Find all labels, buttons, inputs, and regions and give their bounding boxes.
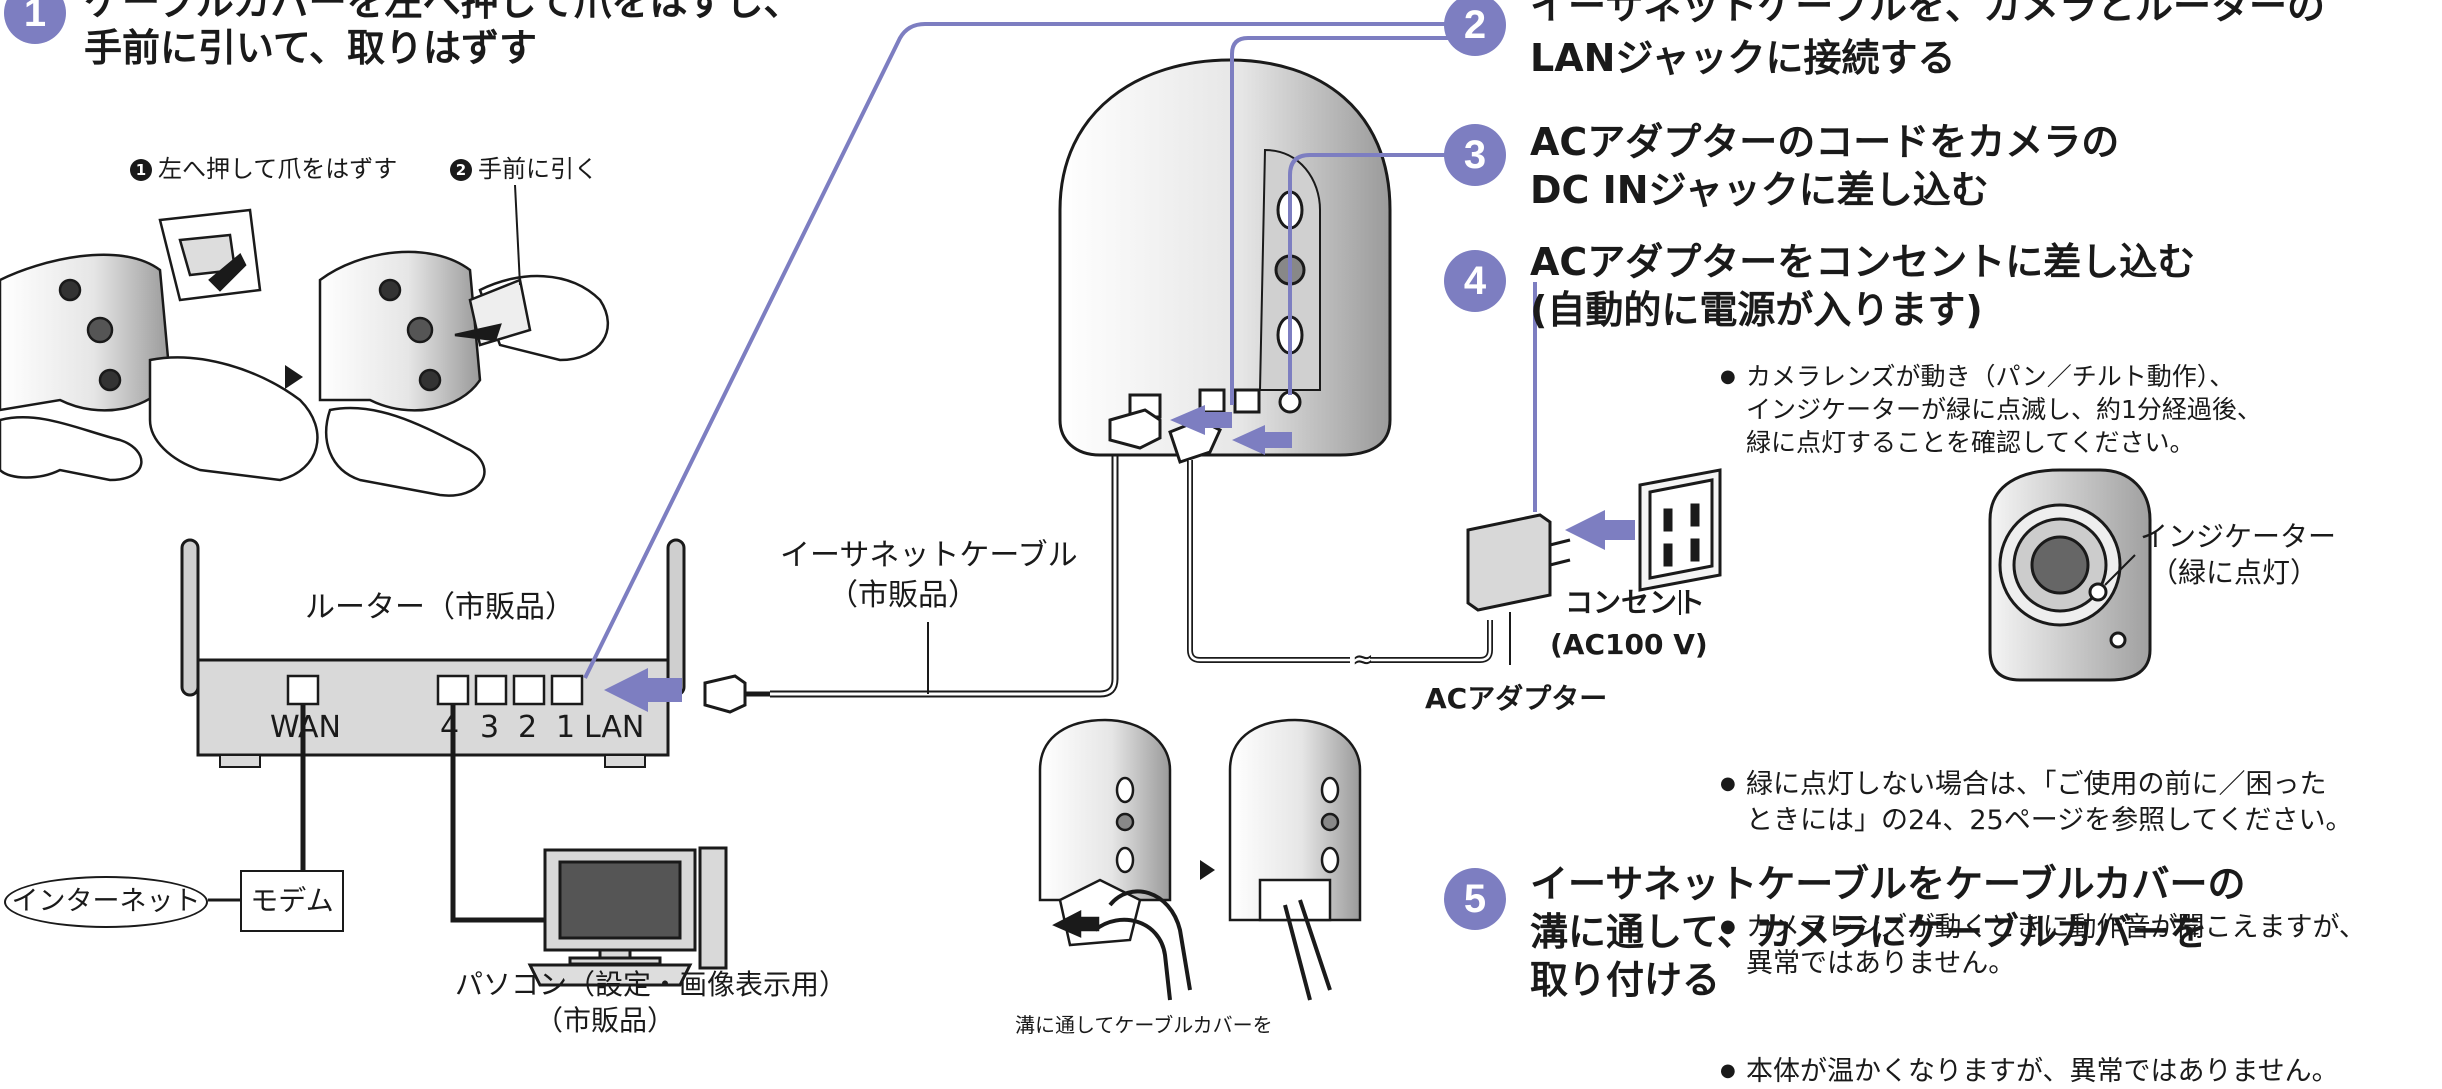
step-4-badge: 4: [1444, 250, 1506, 312]
ethernet-label-line-2: （市販品）: [828, 578, 978, 613]
substep-a-text: 左へ押して爪をはずす: [158, 155, 397, 183]
step-5-line-1: イーサネットケーブルをケーブルカバーの: [1530, 862, 2246, 907]
step-2-line-1: イーサネットケーブルを、カメラとルーターの: [1530, 0, 2325, 29]
indicator-label-line-1: インジケーター: [2140, 520, 2336, 553]
step-1-line-2: 手前に引いて、取りはずす: [84, 26, 537, 71]
router-label: ルーター（市販品）: [305, 590, 575, 625]
note-1-line-1: カメラレンズが動き（パン／チルト動作）、: [1746, 360, 2442, 393]
lan-label: LAN: [584, 710, 644, 745]
modem-label: モデム: [240, 870, 344, 932]
internet-label: インターネット: [4, 876, 208, 928]
next-arrow-2: [1200, 860, 1215, 880]
step-3-line-2: DC INジャックに差し込む: [1530, 168, 1989, 213]
step-4-line-1: ACアダプターをコンセントに差し込む: [1530, 240, 2195, 285]
front-camera-illustration: [1990, 470, 2150, 680]
pc-label-line-2: （市販品）: [535, 1004, 675, 1037]
next-arrow-1: [285, 365, 303, 389]
note-4-line-1: 本体が温かくなりますが、異常ではありません。: [1746, 1054, 2442, 1089]
substep-a-number: 1: [130, 159, 152, 181]
substep-push-left: 1 左へ押して爪をはずす: [130, 155, 397, 183]
note-4: 本体が温かくなりますが、異常ではありません。: [1720, 1054, 2442, 1089]
note-2-line-2: ときには」の24、25ページを参照してください。: [1746, 803, 2442, 839]
pc-illustration: [530, 848, 726, 985]
pc-label-line-1: パソコン（設定・画像表示用）: [455, 968, 847, 1001]
step-5-badge: 5: [1444, 868, 1506, 930]
note-3-line-2: 異常ではありません。: [1746, 946, 2442, 982]
main-camera: [1060, 60, 1390, 455]
port-4-label: 4: [440, 710, 459, 745]
step-2-line-2: LANジャックに接続する: [1530, 36, 1956, 81]
adapter-cable: [1190, 460, 1490, 660]
cover-caption: 溝に通してケーブルカバーを: [1015, 1014, 1273, 1038]
substep-b-text: 手前に引く: [478, 155, 598, 183]
step-3-line-1: ACアダプターのコードをカメラの: [1530, 120, 2119, 165]
cover-attached-illustration: [1230, 720, 1360, 1000]
ac-adapter-label: ACアダプター: [1425, 682, 1607, 715]
step-4-line-2: (自動的に電源が入ります): [1530, 288, 1983, 333]
note-2-line-1: 緑に点灯しない場合は、「ご使用の前に／困った: [1746, 767, 2442, 803]
svg-text:≈: ≈: [1352, 645, 1374, 675]
step-3-badge: 3: [1444, 124, 1506, 186]
note-1-line-2: インジケーターが緑に点滅し、約1分経過後、: [1746, 393, 2442, 426]
step-1-line-1: ケーブルカバーを左へ押して爪をはずし、: [84, 0, 801, 25]
substep-pull-front: 2 手前に引く: [450, 155, 598, 183]
port-3-label: 3: [480, 710, 499, 745]
plug-in-arrow: [1565, 510, 1635, 550]
step-5-line-3: 取り付ける: [1530, 958, 1720, 1003]
cover-attach-illustration: [1040, 720, 1190, 1000]
note-3: カメラレンズが動くときに動作音が聞こえますが、 異常ではありません。: [1720, 910, 2442, 981]
port-2-label: 2: [518, 710, 537, 745]
wan-label: WAN: [270, 710, 341, 745]
note-1: カメラレンズが動き（パン／チルト動作）、 インジケーターが緑に点滅し、約1分経過…: [1720, 360, 2442, 459]
ethernet-label-line-1: イーサネットケーブル: [780, 538, 1078, 573]
note-1-line-3: 緑に点灯することを確認してください。: [1746, 426, 2442, 459]
note-3-line-1: カメラレンズが動くときに動作音が聞こえますが、: [1746, 910, 2442, 946]
remove-cover-illustration-1: [0, 210, 317, 480]
indicator-label-line-2: （緑に点灯）: [2150, 556, 2318, 589]
ethernet-plug: [705, 676, 770, 712]
note-2: 緑に点灯しない場合は、「ご使用の前に／困った ときには」の24、25ページを参照…: [1720, 767, 2442, 838]
port-1-label: 1: [556, 710, 575, 745]
substep-b-number: 2: [450, 159, 472, 181]
outlet-label-line-2: (AC100 V): [1550, 628, 1708, 661]
outlet-label-line-1: コンセント: [1565, 586, 1705, 619]
remove-cover-illustration-2: [320, 185, 608, 496]
